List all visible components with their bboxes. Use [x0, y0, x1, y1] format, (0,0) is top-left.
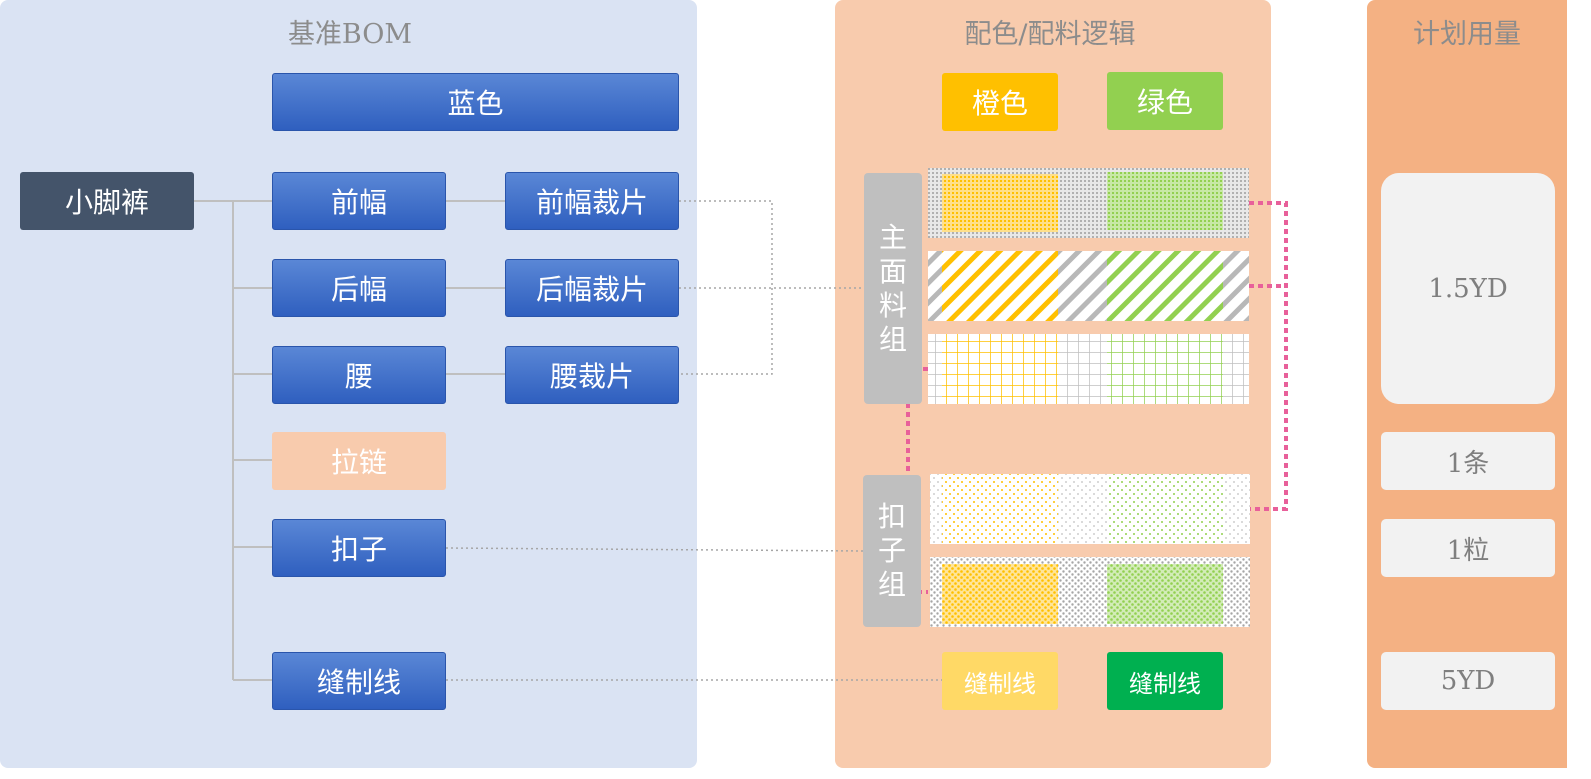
swatch-front-green: [1107, 172, 1223, 230]
thread-green-chip: 缝制线: [1107, 652, 1223, 710]
base-bom-title: 基准BOM: [287, 19, 413, 50]
qty-main-fabric: 1.5YD: [1381, 173, 1555, 404]
qty-thread: 5YD: [1381, 652, 1555, 710]
button-group-char-3: 组: [877, 568, 906, 601]
part-back-box: 后幅: [272, 259, 446, 317]
color-logic-title: 配色/配料逻辑: [964, 19, 1136, 50]
thread-box: 缝制线: [272, 652, 446, 710]
planned-usage-title: 计划用量: [1413, 19, 1521, 50]
main-fabric-char-1: 主: [878, 220, 907, 254]
green-color-chip: 绿色: [1107, 72, 1223, 130]
swatch-waist-orange: [942, 334, 1058, 404]
main-fabric-char-3: 料: [878, 288, 907, 322]
button-group-char-1: 扣: [877, 500, 906, 533]
swatch-waist-green: [1107, 334, 1223, 404]
thread-orange-chip: 缝制线: [942, 652, 1058, 710]
cut-waist-box: 腰裁片: [505, 346, 679, 404]
part-waist-box: 腰: [272, 346, 446, 404]
swatch-front-orange: [942, 174, 1058, 232]
button-group-char-2: 子: [877, 534, 906, 567]
main-fabric-char-4: 组: [878, 322, 907, 356]
qty-zipper: 1条: [1381, 432, 1555, 490]
swatch-button-1-green: [1107, 474, 1223, 544]
button-box: 扣子: [272, 519, 446, 577]
part-front-box: 前幅: [272, 172, 446, 230]
qty-button: 1粒: [1381, 519, 1555, 577]
main-fabric-group-label: 主 面 料 组: [864, 173, 922, 404]
orange-color-chip: 橙色: [942, 73, 1058, 131]
button-group-label: 扣 子 组: [863, 475, 921, 627]
swatch-back-green: [1107, 251, 1223, 321]
cut-back-box: 后幅裁片: [505, 259, 679, 317]
swatch-button-2-green: [1107, 564, 1223, 624]
swatch-button-1-orange: [942, 474, 1058, 544]
swatch-button-2-orange: [942, 564, 1058, 624]
root-node-box: 小脚裤: [20, 172, 194, 230]
swatch-back-orange: [942, 251, 1058, 321]
cut-front-box: 前幅裁片: [505, 172, 679, 230]
top-color-box: 蓝色: [272, 73, 679, 131]
main-fabric-char-2: 面: [878, 254, 907, 288]
zipper-box: 拉链: [272, 432, 446, 490]
